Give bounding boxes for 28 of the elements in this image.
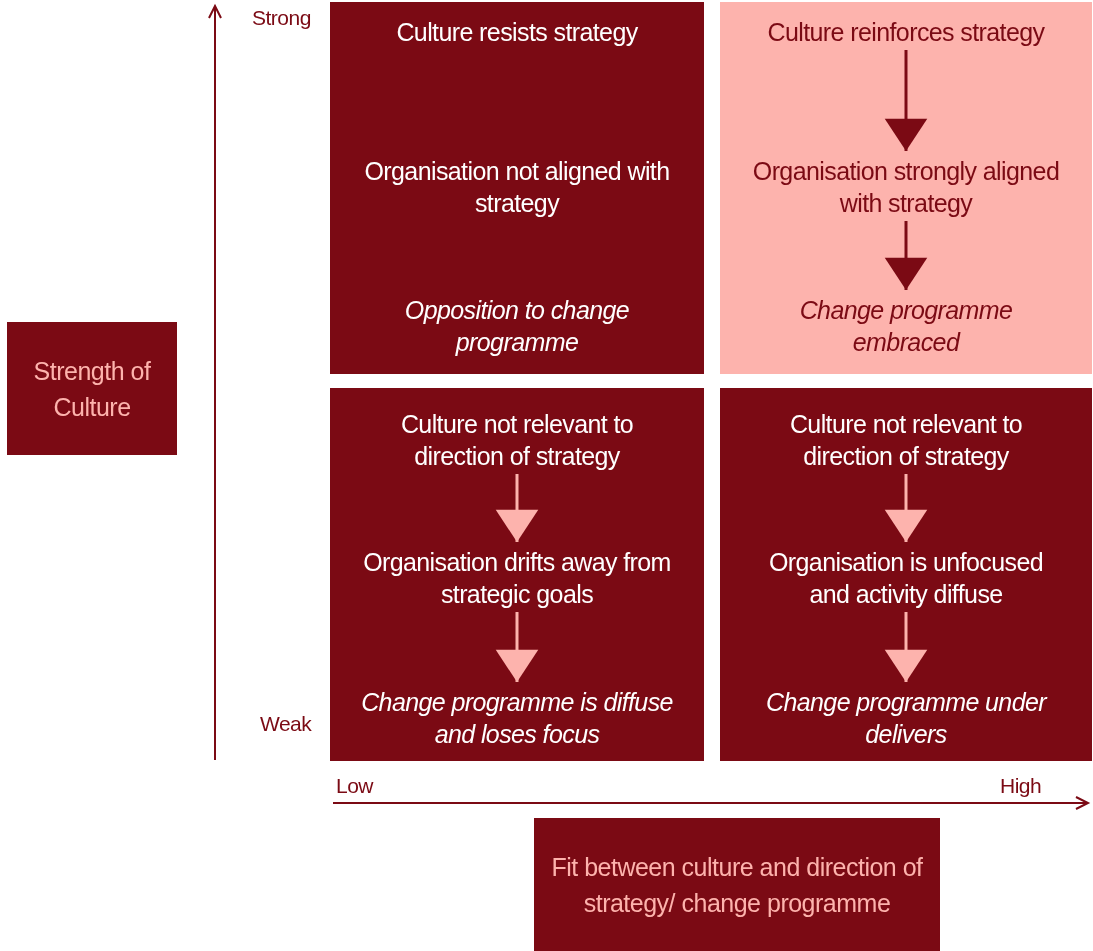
outcome-text: Change programme is diffuse and loses focus xyxy=(360,686,674,750)
axis-label: Weak xyxy=(260,712,312,736)
quadrant-text: Culture reinforces strategy xyxy=(750,16,1062,48)
quadrant-text: Organisation not aligned with strategy xyxy=(360,155,674,219)
quadrant-panel xyxy=(330,2,704,374)
triangle-arrow xyxy=(884,221,928,290)
triangle-arrow xyxy=(495,612,539,682)
outcome-text: Change programme under delivers xyxy=(750,686,1062,750)
outcome-text: Opposition to change programme xyxy=(360,294,674,358)
triangle-arrow xyxy=(495,474,539,542)
quadrant-panel xyxy=(720,2,1092,374)
outcome-text: Change programme embraced xyxy=(750,294,1062,358)
quadrant-text: Organisation drifts away from strategic goals xyxy=(360,546,674,610)
triangle-arrow xyxy=(884,474,928,542)
quadrant-text: Culture not relevant to direction of strategy xyxy=(360,408,674,472)
axis-title-box: Fit between culture and direction of strategy/ change programme xyxy=(534,818,940,951)
axis-title-box: Strength of Culture xyxy=(7,322,177,455)
quadrant-panel xyxy=(720,388,1092,761)
axis-label: Low xyxy=(336,774,374,798)
quadrant-text: Culture resists strategy xyxy=(360,16,674,48)
quadrant-panel xyxy=(330,388,704,761)
quadrant-text: Organisation is unfocused and activity diffuse xyxy=(750,546,1062,610)
quadrant-text: Culture not relevant to direction of strategy xyxy=(750,408,1062,472)
triangle-arrow xyxy=(884,612,928,682)
triangle-arrow xyxy=(884,50,928,151)
quadrant-text: Organisation strongly aligned with strategy xyxy=(750,155,1062,219)
axis-label: High xyxy=(1000,774,1042,798)
axis-label: Strong xyxy=(252,6,311,30)
